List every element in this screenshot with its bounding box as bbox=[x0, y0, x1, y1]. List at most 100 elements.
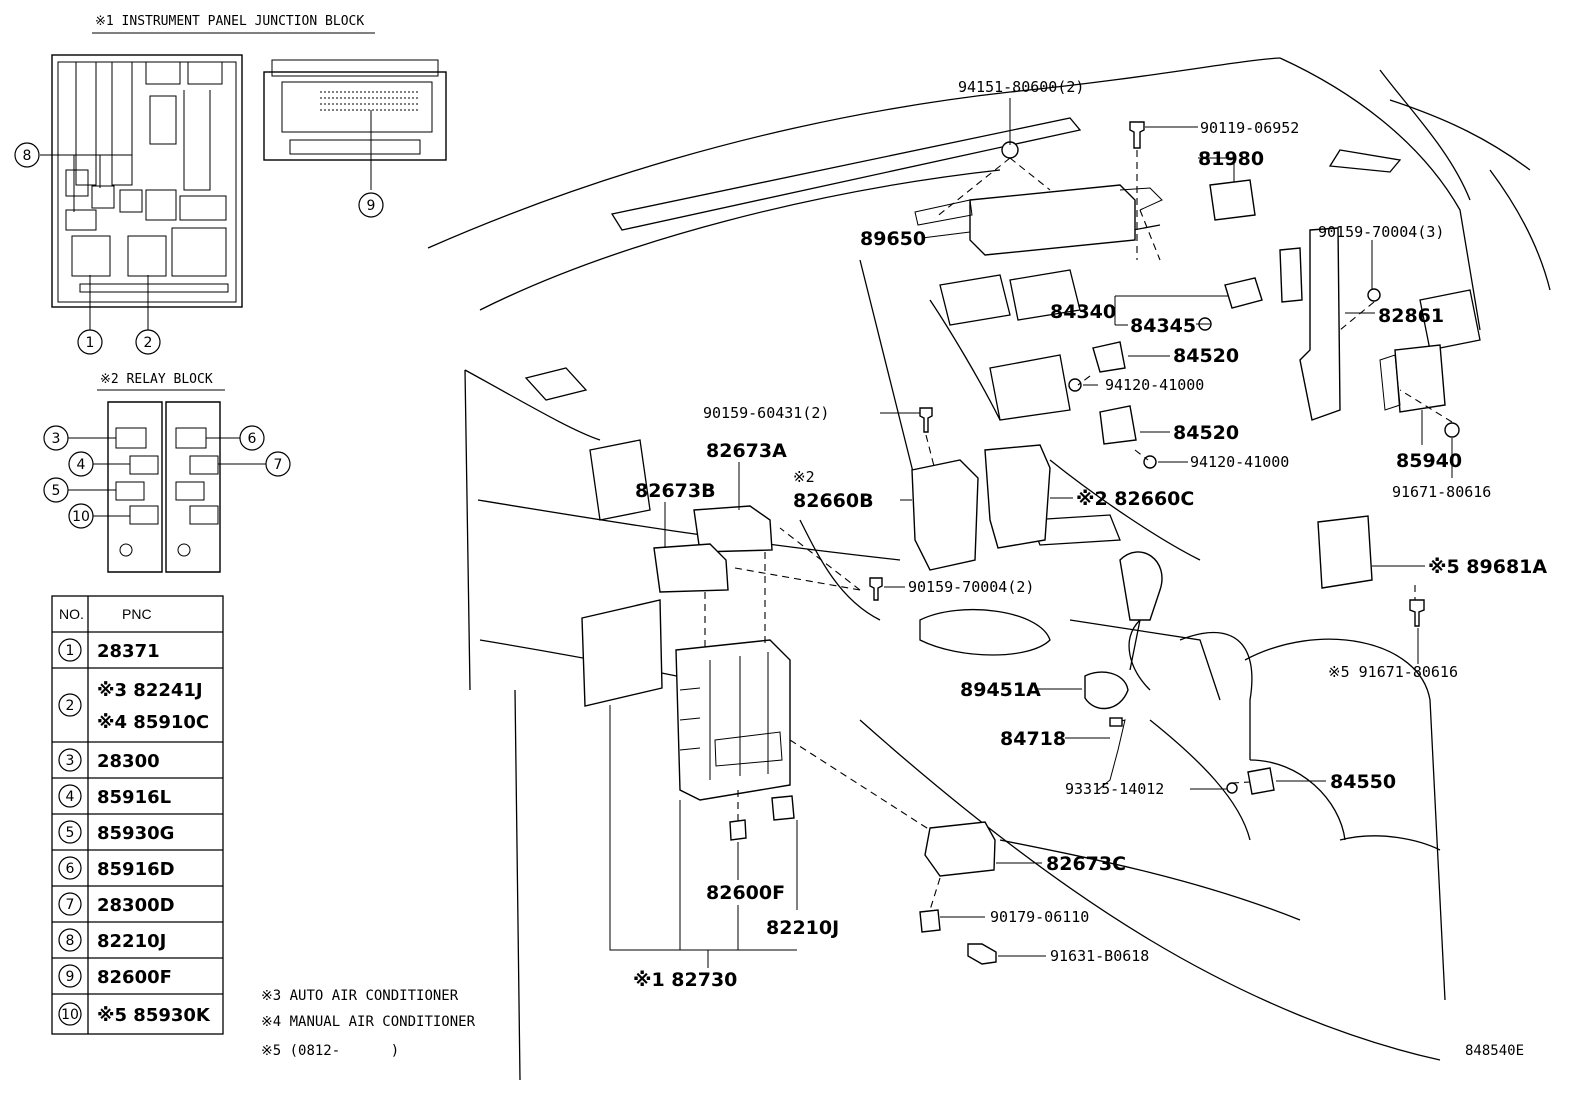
footnote-4: ※4 MANUAL AIR CONDITIONER bbox=[261, 1014, 476, 1030]
svg-text:28300D: 28300D bbox=[97, 895, 175, 916]
figure-id: 848540E bbox=[1465, 1043, 1524, 1059]
part-label-82660C: ※2 82660C bbox=[1076, 488, 1194, 510]
part-label-90179: 90179-06110 bbox=[990, 908, 1089, 926]
part-label-91671-a: 91671-80616 bbox=[1392, 483, 1491, 501]
part-label-85940: 85940 bbox=[1396, 450, 1462, 472]
table-row: 4 85916L bbox=[58, 784, 171, 808]
relay-block-drawing bbox=[107, 401, 221, 573]
callout-4: 4 bbox=[68, 451, 94, 477]
svg-text:4: 4 bbox=[66, 789, 75, 805]
table-row: 8 82210J bbox=[58, 928, 166, 952]
relay-block-title: ※2 RELAY BLOCK bbox=[100, 372, 213, 387]
svg-text:9: 9 bbox=[66, 969, 75, 985]
table-row: 9 82600F bbox=[58, 964, 172, 988]
junction-block-title: ※1 INSTRUMENT PANEL JUNCTION BLOCK bbox=[95, 14, 364, 29]
svg-text:5: 5 bbox=[52, 483, 61, 499]
part-label-84718: 84718 bbox=[1000, 728, 1066, 750]
junction-block-section: ※1 INSTRUMENT PANEL JUNCTION BLOCK bbox=[14, 14, 447, 355]
part-label-89681A: ※5 89681A bbox=[1428, 556, 1547, 578]
parts-artwork bbox=[581, 121, 1460, 965]
svg-text:1: 1 bbox=[66, 643, 75, 659]
svg-text:7: 7 bbox=[66, 897, 75, 913]
part-label-84340: 84340 bbox=[1050, 301, 1116, 323]
part-label-81980: 81980 bbox=[1198, 148, 1264, 170]
svg-text:2: 2 bbox=[144, 335, 153, 351]
svg-text:4: 4 bbox=[77, 457, 86, 473]
svg-text:9: 9 bbox=[367, 198, 376, 214]
callout-7: 7 bbox=[265, 451, 291, 477]
svg-text:10: 10 bbox=[61, 1007, 79, 1023]
part-label-90159-70004-2: 90159-70004(2) bbox=[908, 578, 1034, 596]
part-label-82210J: 82210J bbox=[766, 917, 839, 939]
svg-text:8: 8 bbox=[66, 933, 75, 949]
part-label-94151: 94151-80600(2) bbox=[958, 78, 1084, 96]
footnotes: ※3 AUTO AIR CONDITIONER ※4 MANUAL AIR CO… bbox=[261, 988, 476, 1059]
callout-9: 9 bbox=[358, 192, 384, 218]
svg-text:10: 10 bbox=[72, 509, 90, 525]
table-header-no: NO. bbox=[59, 606, 84, 622]
table-row: 7 28300D bbox=[58, 892, 175, 916]
callout-6: 6 bbox=[239, 425, 265, 451]
leader-lines bbox=[609, 98, 1453, 968]
part-label-82673C: 82673C bbox=[1046, 853, 1126, 875]
svg-text:※3 82241J: ※3 82241J bbox=[97, 680, 203, 701]
table-row: 2 ※3 82241J ※4 85910C bbox=[58, 680, 209, 733]
part-label-82600F: 82600F bbox=[706, 882, 785, 904]
svg-text:7: 7 bbox=[274, 457, 283, 473]
svg-text:3: 3 bbox=[66, 753, 75, 769]
svg-text:1: 1 bbox=[86, 335, 95, 351]
junction-connector-drawing bbox=[263, 59, 447, 161]
part-label-90159-60431: 90159-60431(2) bbox=[703, 404, 829, 422]
part-label-84520-b: 84520 bbox=[1173, 422, 1239, 444]
svg-text:6: 6 bbox=[66, 861, 75, 877]
svg-text:※4 85910C: ※4 85910C bbox=[97, 712, 209, 733]
assembly-lines bbox=[704, 157, 1453, 911]
footnote-3: ※3 AUTO AIR CONDITIONER bbox=[261, 988, 459, 1004]
table-row: 1 28371 bbox=[58, 638, 160, 662]
table-row: 10 ※5 85930K bbox=[58, 1002, 211, 1026]
svg-text:85930G: 85930G bbox=[97, 823, 174, 844]
part-label-note2: ※2 bbox=[793, 468, 815, 486]
svg-text:2: 2 bbox=[66, 698, 75, 714]
svg-text:85916L: 85916L bbox=[97, 787, 171, 808]
part-label-89451A: 89451A bbox=[960, 679, 1041, 701]
table-row: 6 85916D bbox=[58, 856, 175, 880]
junction-block-drawing bbox=[51, 54, 243, 308]
svg-text:82600F: 82600F bbox=[97, 967, 172, 988]
part-label-91671-b: ※5 91671-80616 bbox=[1328, 663, 1458, 681]
table-row: 3 28300 bbox=[58, 748, 160, 772]
relay-block-section: ※2 RELAY BLOCK 3 4 5 10 6 7 bbox=[43, 372, 291, 573]
svg-text:28300: 28300 bbox=[97, 751, 160, 772]
svg-text:8: 8 bbox=[23, 148, 32, 164]
part-labels: 94151-80600(2) 90119-06952 81980 89650 9… bbox=[633, 78, 1547, 991]
part-label-82730: ※1 82730 bbox=[633, 969, 737, 991]
part-label-82861: 82861 bbox=[1378, 305, 1444, 327]
part-label-84550: 84550 bbox=[1330, 771, 1396, 793]
pnc-table: NO. PNC 1 28371 2 ※3 82241J ※4 85910C 3 … bbox=[51, 595, 224, 1035]
part-label-90159-70004-3: 90159-70004(3) bbox=[1318, 223, 1444, 241]
svg-text:5: 5 bbox=[66, 825, 75, 841]
part-label-82673B: 82673B bbox=[635, 480, 716, 502]
callout-8: 8 bbox=[14, 142, 40, 168]
callout-2: 2 bbox=[135, 329, 161, 355]
part-label-94120-b: 94120-41000 bbox=[1190, 453, 1289, 471]
footnote-5: ※5 (0812- ) bbox=[261, 1043, 399, 1059]
svg-text:82210J: 82210J bbox=[97, 931, 166, 952]
part-label-90119: 90119-06952 bbox=[1200, 119, 1299, 137]
part-label-84520-a: 84520 bbox=[1173, 345, 1239, 367]
part-label-82660B: 82660B bbox=[793, 490, 874, 512]
svg-text:※5 85930K: ※5 85930K bbox=[97, 1005, 211, 1026]
callout-10: 10 bbox=[68, 503, 94, 529]
table-header-pnc: PNC bbox=[122, 606, 152, 622]
svg-text:85916D: 85916D bbox=[97, 859, 175, 880]
dashboard-outline bbox=[427, 57, 1551, 1081]
callout-3: 3 bbox=[43, 425, 69, 451]
callout-5: 5 bbox=[43, 477, 69, 503]
svg-text:6: 6 bbox=[248, 431, 257, 447]
table-row: 5 85930G bbox=[58, 820, 174, 844]
part-label-94120-a: 94120-41000 bbox=[1105, 376, 1204, 394]
svg-text:3: 3 bbox=[52, 431, 61, 447]
callout-1: 1 bbox=[77, 329, 103, 355]
part-label-91631: 91631-B0618 bbox=[1050, 947, 1149, 965]
